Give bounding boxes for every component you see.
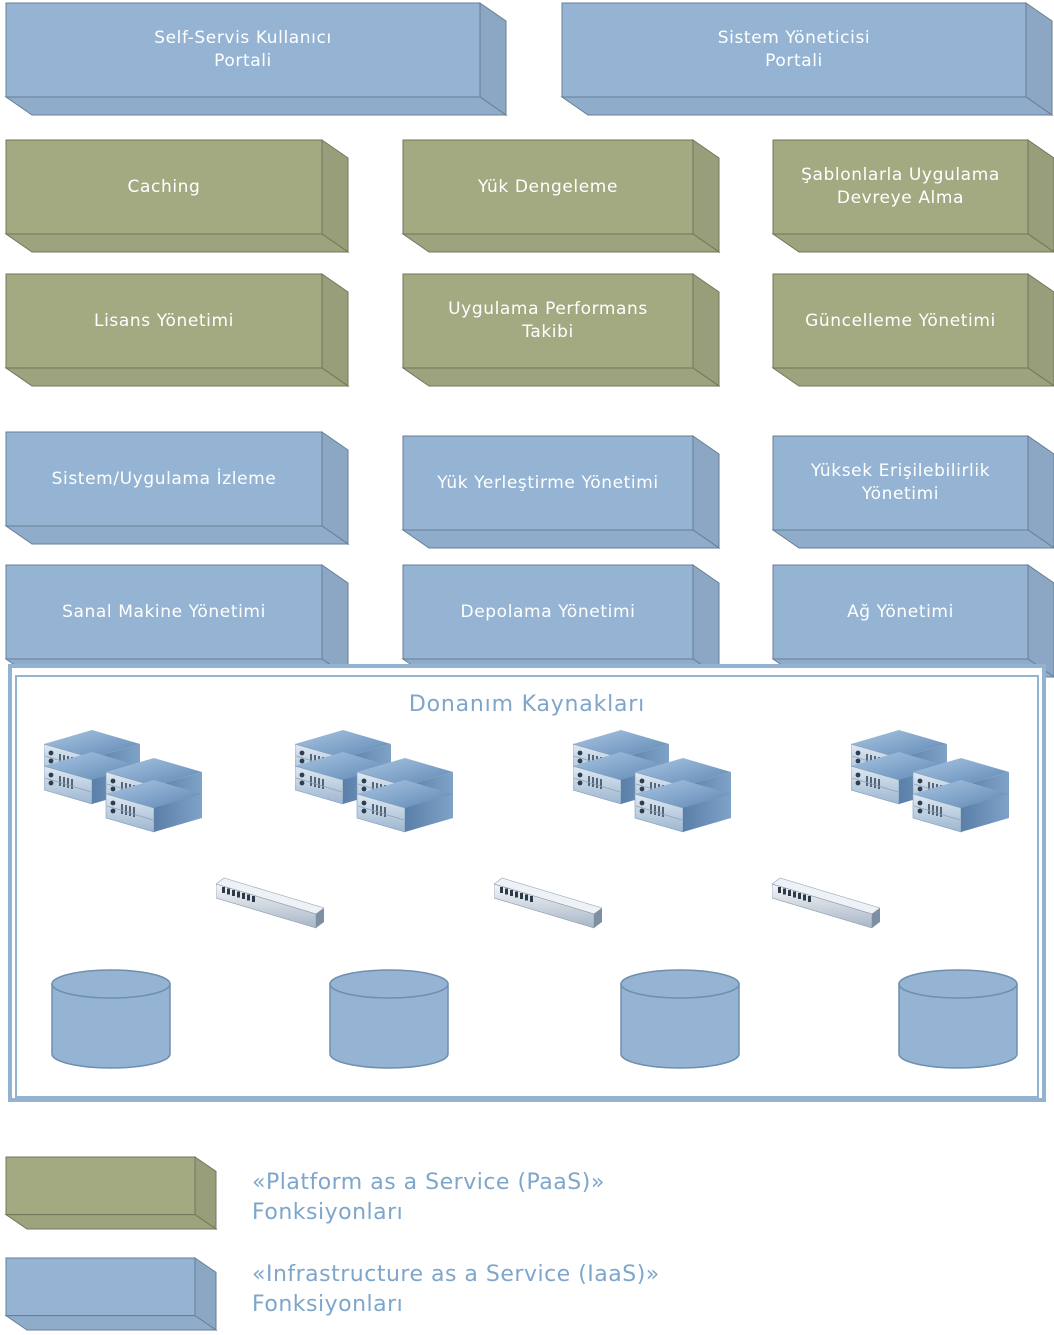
box-shape: [771, 273, 1054, 387]
box-label: Lisans Yönetimi: [94, 310, 234, 331]
box-label: Uygulama Performans Takibi: [448, 299, 648, 342]
box-side-face: [1027, 273, 1054, 387]
box-bottom-face: [4, 1214, 218, 1230]
box-label: Sistem/Uygulama İzleme: [51, 468, 277, 489]
load-balancing-box: Yük Dengeleme: [401, 139, 721, 253]
box-side-face: [321, 431, 349, 545]
box-shape: [4, 139, 350, 253]
server-rack-icon: [851, 726, 1013, 838]
box-side-face: [1027, 564, 1054, 678]
server-rack-icon: [44, 726, 206, 838]
box-side-face: [692, 564, 720, 678]
network-switch-icon: [772, 876, 880, 930]
storage-cylinder-icon: [619, 968, 741, 1070]
storage-cylinder-icon: [897, 968, 1019, 1070]
workload-box: Yük Yerleştirme Yönetimi: [401, 435, 721, 549]
legend-paas-label: «Platform as a Service (PaaS)» Fonksiyon…: [252, 1170, 605, 1225]
box-label: Sanal Makine Yönetimi: [62, 601, 266, 622]
box-bottom-face: [771, 233, 1054, 253]
hardware-frame: [8, 664, 1046, 1102]
box-label: Şablonlarla Uygulama Devreye Alma: [801, 165, 1000, 208]
box-front-face: [5, 1257, 196, 1317]
storage-cylinder-icon: [328, 968, 450, 1070]
update-box: Güncelleme Yönetimi: [771, 273, 1054, 387]
admin-portal-box: Sistem Yöneticisi Portali: [560, 2, 1054, 116]
box-bottom-face: [401, 233, 721, 253]
box-label: Yüksek Erişilebilirlik Yönetimi: [810, 461, 991, 504]
box-label: Ağ Yönetimi: [847, 601, 954, 622]
box-label: Yük Dengeleme: [477, 176, 619, 197]
vm-box: Sanal Makine Yönetimi: [4, 564, 350, 678]
box-label: Depolama Yönetimi: [460, 601, 636, 622]
box-bottom-face: [401, 367, 721, 387]
box-bottom-face: [401, 529, 721, 549]
box-label: Caching: [127, 176, 201, 197]
box-bottom-face: [560, 96, 1054, 116]
box-side-face: [692, 139, 720, 253]
storage-box: Depolama Yönetimi: [401, 564, 721, 678]
server-rack-icon: [573, 726, 735, 838]
app-performance-box: Uygulama Performans Takibi: [401, 273, 721, 387]
network-switch-icon: [494, 876, 602, 930]
box-side-face: [321, 564, 349, 678]
monitoring-box: Sistem/Uygulama İzleme: [4, 431, 350, 545]
legend-iaas-label: «Infrastructure as a Service (IaaS)» Fon…: [252, 1262, 660, 1317]
box-side-face: [692, 273, 720, 387]
box-shape: [771, 139, 1054, 253]
box-shape: [4, 2, 508, 116]
box-side-face: [1025, 2, 1053, 116]
box-side-face: [321, 273, 349, 387]
network-switch-icon: [216, 876, 324, 930]
caching-box: Caching: [4, 139, 350, 253]
box-bottom-face: [771, 529, 1054, 549]
hardware-title: Donanım Kaynakları: [408, 692, 646, 717]
box-shape: [401, 139, 721, 253]
high-availability-box: Yüksek Erişilebilirlik Yönetimi: [771, 435, 1054, 549]
box-shape: [771, 435, 1054, 549]
box-shape: [4, 1257, 218, 1331]
box-shape: [401, 273, 721, 387]
box-bottom-face: [4, 233, 350, 253]
self-service-portal-box: Self-Servis Kullanıcı Portali: [4, 2, 508, 116]
box-side-face: [1027, 435, 1054, 549]
box-bottom-face: [771, 367, 1054, 387]
box-label: Self-Servis Kullanıcı Portali: [154, 28, 332, 71]
box-shape: [4, 1156, 218, 1230]
box-side-face: [1027, 139, 1054, 253]
box-shape: [560, 2, 1054, 116]
storage-cylinder-icon: [50, 968, 172, 1070]
legend-iaas-swatch: [4, 1257, 218, 1331]
box-shape: [4, 431, 350, 545]
box-side-face: [479, 2, 507, 116]
box-side-face: [692, 435, 720, 549]
box-shape: [4, 273, 350, 387]
hardware-frame-inner: [15, 675, 1039, 1098]
server-rack-icon: [295, 726, 457, 838]
box-bottom-face: [4, 525, 350, 545]
box-front-face: [5, 1156, 196, 1216]
box-label: Sistem Yöneticisi Portali: [717, 28, 871, 71]
box-side-face: [321, 139, 349, 253]
template-deploy-box: Şablonlarla Uygulama Devreye Alma: [771, 139, 1054, 253]
network-box: Ağ Yönetimi: [771, 564, 1054, 678]
box-bottom-face: [4, 96, 508, 116]
box-label: Yük Yerleştirme Yönetimi: [437, 472, 659, 493]
box-shape: [401, 435, 721, 549]
box-label: Güncelleme Yönetimi: [805, 310, 996, 331]
license-box: Lisans Yönetimi: [4, 273, 350, 387]
legend-paas-swatch: [4, 1156, 218, 1230]
box-bottom-face: [4, 1315, 218, 1331]
box-bottom-face: [4, 367, 350, 387]
